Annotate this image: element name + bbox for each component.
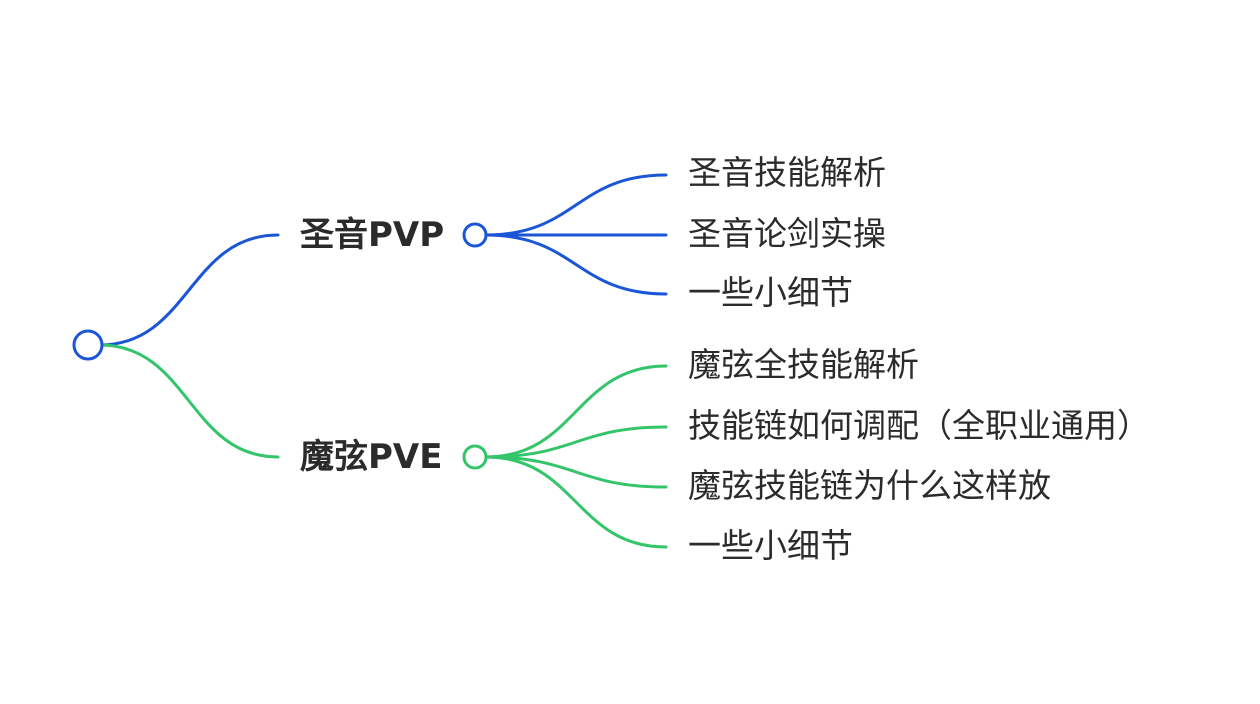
leaf-label[interactable]: 圣音论剑实操 [688,214,886,253]
root-link-branch-1 [98,233,280,347]
leaf-label[interactable]: 魔弦技能链为什么这样放 [688,466,1051,505]
root-node[interactable] [72,329,104,361]
branch-label-mo-xian-pve[interactable]: 魔弦PVE [300,437,443,477]
branch-2-link-2 [484,455,668,489]
branch-1-node[interactable] [462,222,488,248]
branch-1-link-2 [484,233,668,296]
leaf-label[interactable]: 魔弦全技能解析 [688,345,919,384]
leaf-label[interactable]: 一些小细节 [688,526,853,565]
leaf-label[interactable]: 技能链如何调配（全职业通用） [688,406,1150,445]
branch-label-sheng-yin-pvp[interactable]: 圣音PVP [300,215,445,255]
branch-2-link-1 [484,425,668,459]
branch-1-link-0 [484,173,668,237]
leaf-label[interactable]: 圣音技能解析 [688,153,886,192]
branch-2-link-3 [484,455,668,549]
branch-2-node[interactable] [462,444,488,470]
branch-2-link-0 [484,364,668,459]
root-link-branch-2 [98,343,280,459]
leaf-label[interactable]: 一些小细节 [688,273,853,312]
